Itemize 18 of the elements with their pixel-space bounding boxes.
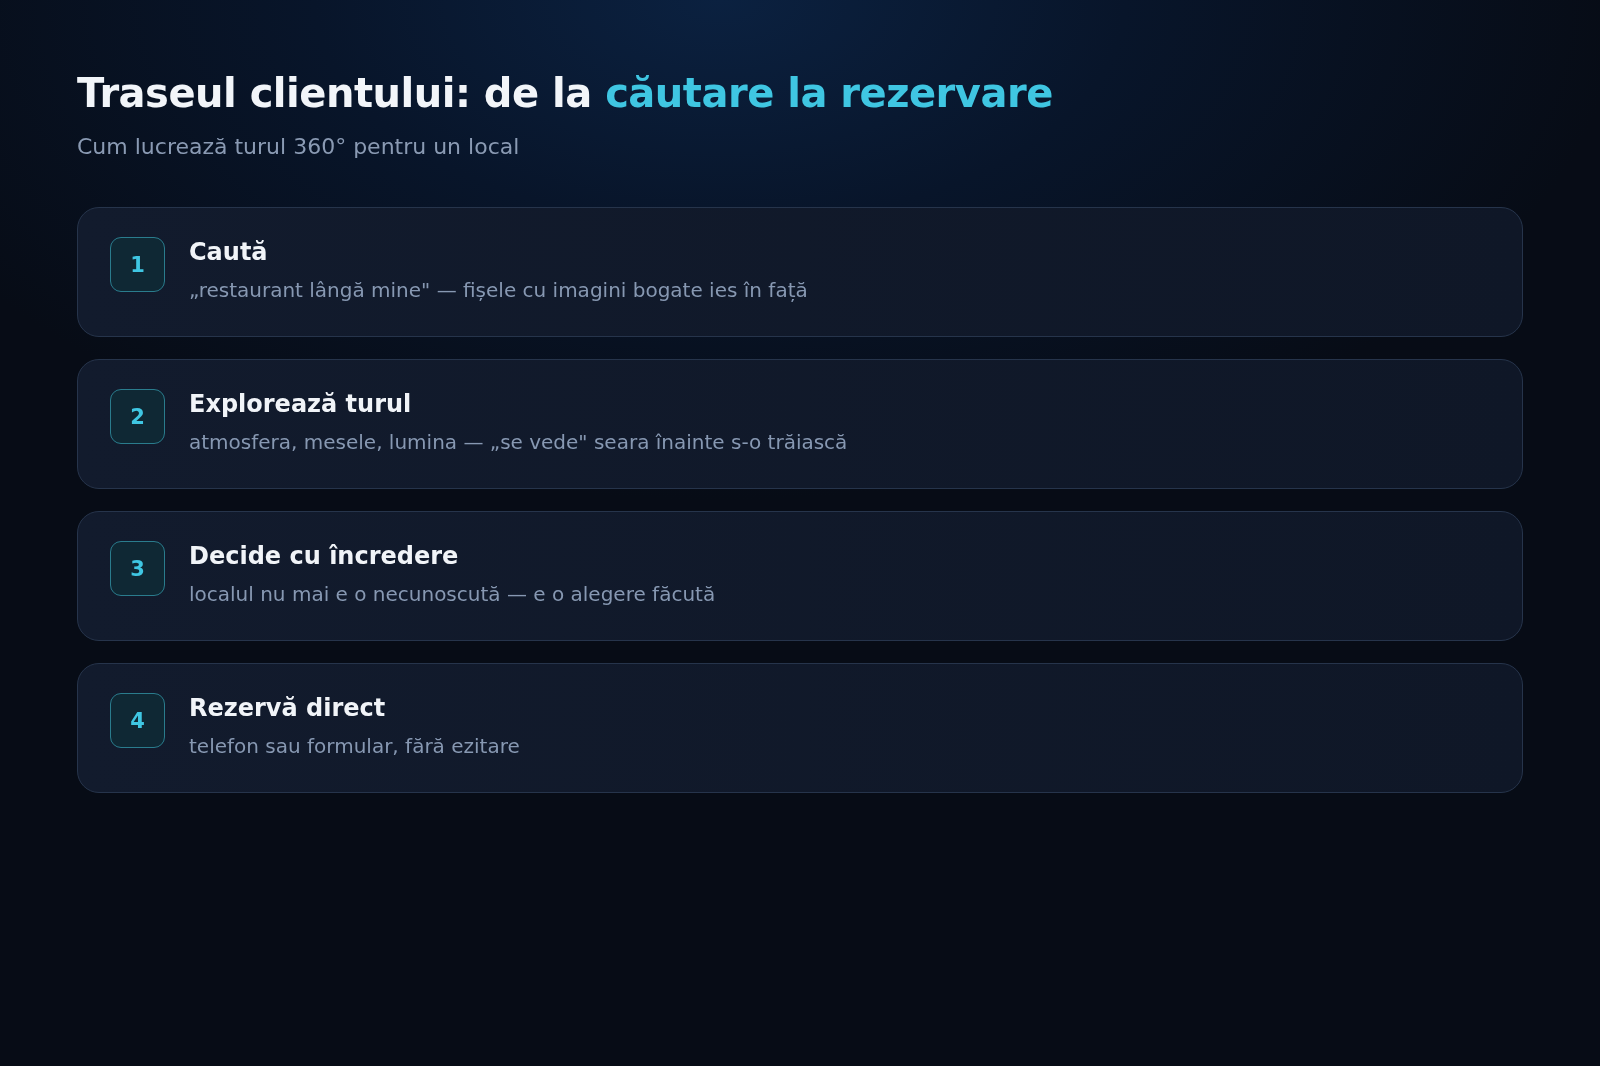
step-number: 3	[110, 541, 165, 596]
step-description: atmosfera, mesele, lumina — „se vede" seara înainte s-o trăiască	[189, 430, 848, 454]
step-description: telefon sau formular, fără ezitare	[189, 734, 520, 758]
step-number: 2	[110, 389, 165, 444]
step-title: Decide cu încredere	[189, 542, 459, 570]
step-card	[77, 207, 1523, 337]
step-title: Caută	[189, 238, 268, 266]
step-card	[77, 359, 1523, 489]
title: Traseul clientului: de la căutare la rezervare	[77, 70, 1053, 116]
step-description: „restaurant lângă mine" — fișele cu imagini bogate ies în față	[189, 278, 808, 302]
step-card	[77, 663, 1523, 793]
step-card	[77, 511, 1523, 641]
step-description: localul nu mai e o necunoscută — e o alegere făcută	[189, 582, 716, 606]
step-title: Rezervă direct	[189, 694, 386, 722]
step-number: 1	[110, 237, 165, 292]
step-number: 4	[110, 693, 165, 748]
subtitle: Cum lucrează turul 360° pentru un local	[77, 134, 520, 159]
step-title: Explorează turul	[189, 390, 412, 418]
